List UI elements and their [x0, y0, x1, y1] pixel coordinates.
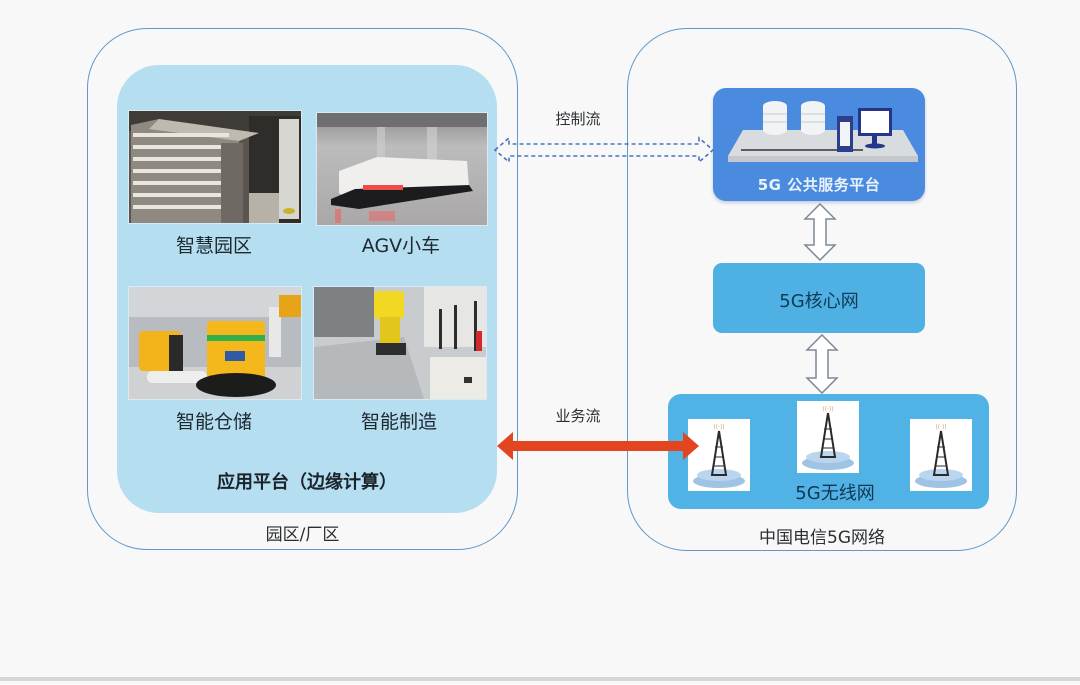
- database-icon: [763, 101, 787, 135]
- control-flow-label: 控制流: [555, 110, 601, 128]
- business-flow-label: 业务流: [555, 407, 601, 425]
- svg-text:((·)): ((·)): [935, 424, 946, 431]
- cell-tower-icon: ((·)): [688, 419, 750, 491]
- cell-tower-icon: ((·)): [910, 419, 972, 491]
- china-telecom-5g-region: [627, 28, 1017, 551]
- core-wireless-double-arrow-icon: [805, 334, 839, 394]
- china-telecom-5g-label: 中国电信5G网络: [759, 528, 885, 548]
- control-flow-dashed-arrow-icon: [493, 136, 715, 164]
- server-tower-icon: [837, 116, 853, 152]
- smart-manufacturing-photo: [313, 286, 487, 400]
- svg-text:((·)): ((·)): [822, 406, 833, 413]
- platform-core-double-arrow-icon: [803, 203, 837, 261]
- agv-cart-photo: [316, 112, 488, 226]
- smart-warehouse-photo: [128, 286, 302, 400]
- scenario-label-smart-manufacturing: 智能制造: [360, 411, 437, 433]
- park-factory-region: [87, 28, 518, 550]
- park-factory-label: 园区/厂区: [265, 525, 340, 545]
- scenario-label-agv: AGV小车: [361, 235, 441, 257]
- public-platform-label: 5G 公共服务平台: [757, 176, 881, 194]
- bottom-divider: [0, 677, 1080, 681]
- svg-text:((·)): ((·)): [713, 424, 724, 431]
- application-platform-label: 应用平台（边缘计算）: [217, 472, 397, 493]
- wireless-network-label: 5G无线网: [795, 483, 875, 504]
- business-flow-arrow-icon: [497, 432, 699, 460]
- database-icon: [801, 101, 825, 135]
- 5g-public-service-platform: [713, 88, 925, 201]
- core-network-label: 5G核心网: [779, 291, 859, 312]
- smart-park-photo: [128, 110, 302, 224]
- scenario-label-smart-warehouse: 智能仓储: [175, 411, 252, 433]
- cell-tower-icon: ((·)): [797, 401, 859, 473]
- 5g-core-network: [713, 263, 925, 333]
- monitor-icon: [858, 108, 892, 149]
- scenario-label-smart-park: 智慧园区: [175, 235, 252, 257]
